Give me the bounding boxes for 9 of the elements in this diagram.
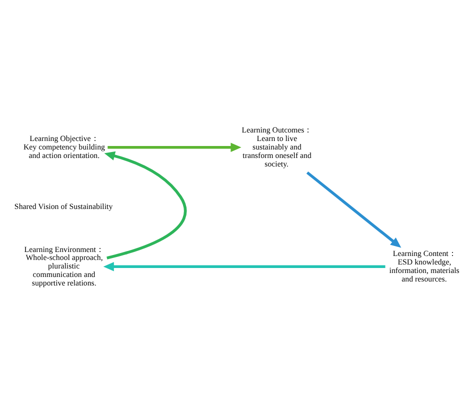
arrow xyxy=(103,262,386,272)
arrow xyxy=(108,142,242,152)
node-text: Learning Environment： Whole-school approach, pluralistic communication and supportive relations. xyxy=(24,244,104,288)
arrow xyxy=(104,151,187,260)
node-text: Learning Content： ESD knowledge, information, materials and resources. xyxy=(389,248,460,284)
node-text: Learning Objective： Key competency building and action orientation. xyxy=(23,134,105,160)
arrow xyxy=(306,171,402,248)
label: Shared Vision of Sustainability xyxy=(14,202,113,212)
node-text: Learning Outcomes： Learn to live sustainably and transform oneself and society. xyxy=(242,126,312,168)
